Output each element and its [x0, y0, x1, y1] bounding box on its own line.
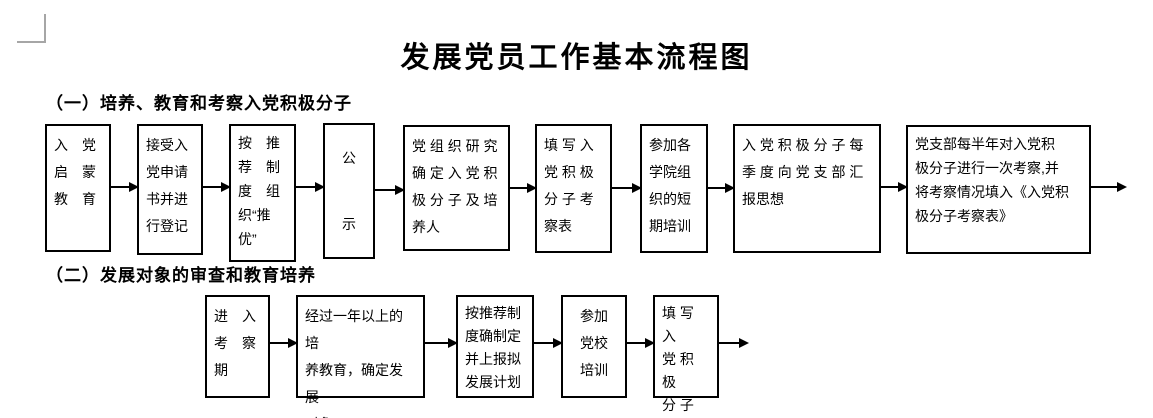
flow2-box-4: 参加 党校 培训 — [561, 295, 627, 398]
page-margin-corner-mark — [17, 14, 46, 43]
section-2-heading: （二）发展对象的审查和教育培养 — [46, 266, 316, 285]
page-title: 发展党员工作基本流程图 — [400, 42, 753, 74]
flow1-box-8: 入 党 积 极 分 子 每 季 度 向 党 支 部 汇 报思想 — [733, 124, 881, 253]
arrow-right-icon — [296, 182, 325, 192]
arrow-right-icon — [270, 338, 298, 348]
flow1-box-6: 填 写 入 党 积 极 分 子 考 察表 — [535, 124, 612, 253]
flow2-box-2: 经过一年以上的培 养教育，确定发展 对象 — [296, 295, 425, 418]
flow1-box-7: 参加各 学院组 织的短 期培训 — [640, 124, 708, 253]
arrow-right-icon — [510, 183, 537, 193]
flow1-box-2: 接受入 党申请 书并进 行登记 — [137, 124, 203, 255]
flow1-box-9: 党支部每半年对入党积 极分子进行一次考察,并 将考察情况填入《入党积 极分子考察… — [906, 125, 1091, 254]
flow1-box-3: 按 推 荐 制 度 组 织“推 优” — [229, 124, 296, 262]
flow2-box-5: 填 写 入 党 积 极 分 子 综 合意见 — [653, 295, 719, 413]
arrow-right-icon — [375, 185, 405, 195]
flow2-box-3: 按推荐制 度确制定 并上报拟 发展计划 — [456, 295, 534, 398]
arrow-right-icon — [534, 338, 563, 348]
arrow-right-icon — [425, 338, 458, 348]
flow1-box-1: 入 党 启 蒙 教 育 — [45, 124, 111, 252]
flow2-box-1: 进 入 考 察 期 — [205, 295, 270, 398]
arrow-right-icon — [708, 183, 735, 193]
arrow-right-icon — [881, 182, 908, 192]
arrow-right-icon — [719, 338, 749, 348]
flow1-box-5: 党 组 织 研 究 确 定 入 党 积 极 分 子 及 培 养人 — [403, 125, 510, 251]
arrow-right-icon — [203, 182, 231, 192]
arrow-right-icon — [612, 183, 642, 193]
section-1-heading: （一）培养、教育和考察入党积极分子 — [46, 94, 352, 113]
arrow-right-icon — [111, 182, 139, 192]
arrow-right-icon — [627, 338, 655, 348]
arrow-right-icon — [1091, 182, 1127, 192]
flow1-box-4: 公 示 — [323, 123, 375, 259]
